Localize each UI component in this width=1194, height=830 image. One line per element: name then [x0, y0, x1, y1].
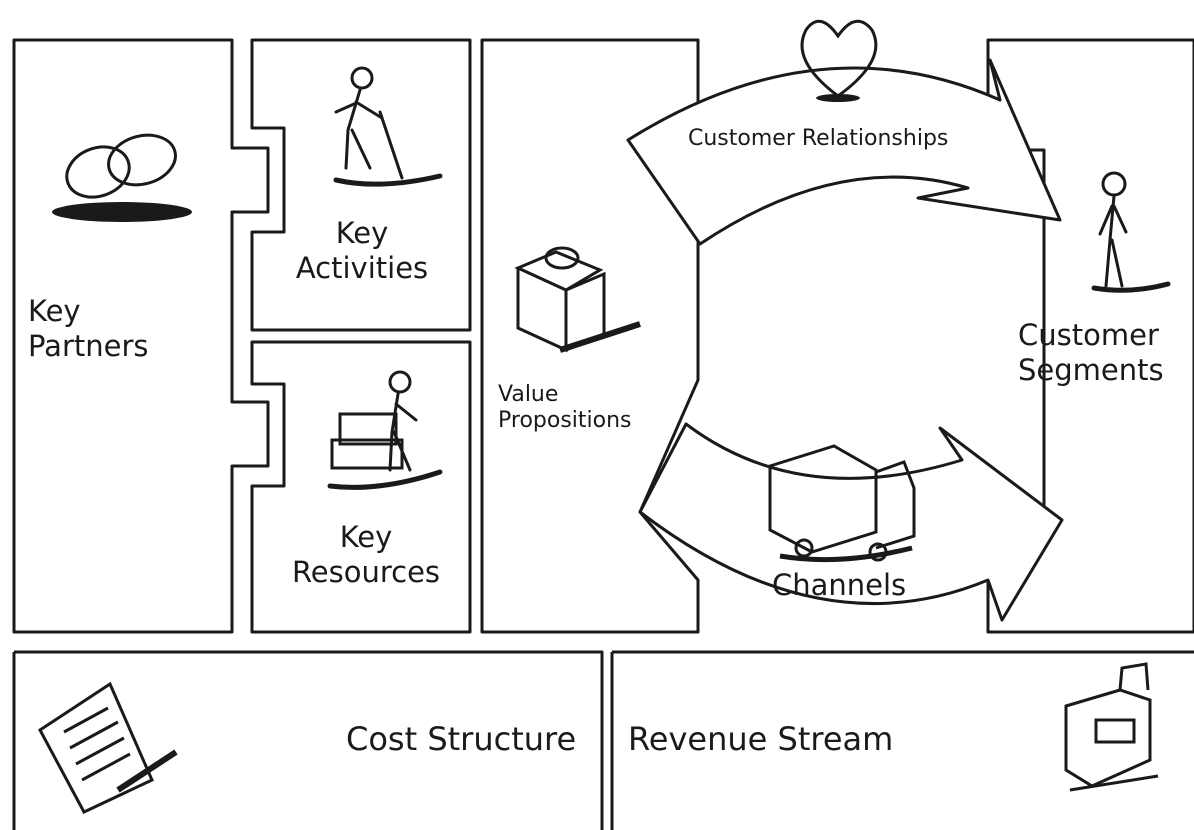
key-activities-line1: Key [335, 216, 389, 250]
heart-icon [800, 19, 878, 102]
channels-label: Channels [772, 568, 907, 602]
key-resources-block [250, 340, 472, 634]
value-propositions-line2: Propositions [498, 408, 632, 434]
customer-segments-label: Customer Segments [1018, 318, 1164, 388]
key-partners-block [12, 38, 270, 634]
customer-relationships-label: Customer Relationships [688, 126, 949, 151]
customer-relationships-arrow [626, 58, 1062, 246]
key-activities-block [250, 38, 472, 332]
key-activities-label: Key Activities [282, 216, 442, 286]
value-propositions-block [480, 38, 700, 634]
key-activities-line2: Activities [295, 250, 429, 285]
customer-segments-line1: Customer [1018, 318, 1159, 352]
delivery-truck-icon [768, 444, 916, 563]
channels-arrow [638, 422, 1064, 622]
key-partners-label: Key Partners [28, 294, 149, 364]
value-propositions-label: Value Propositions [498, 382, 632, 435]
key-partners-line1: Key [28, 294, 81, 328]
gift-box-icon [514, 246, 641, 353]
key-resources-line1: Key [339, 520, 393, 554]
cost-structure-block [12, 650, 604, 830]
key-partners-line2: Partners [28, 328, 149, 363]
customer-segments-line2: Segments [1018, 352, 1164, 387]
linked-rings-icon [52, 133, 192, 222]
value-propositions-line1: Value [498, 382, 559, 407]
cash-register-icon [1064, 662, 1159, 792]
key-resources-line2: Resources [291, 554, 441, 589]
cost-structure-label: Cost Structure [346, 720, 577, 758]
revenue-stream-block [610, 650, 1194, 830]
standing-person-icon [1091, 171, 1171, 293]
receipt-icon [38, 681, 178, 814]
person-with-boxes-icon [327, 370, 443, 490]
key-resources-label: Key Resources [286, 520, 446, 590]
digging-person-icon [333, 66, 443, 187]
revenue-stream-label: Revenue Stream [628, 720, 894, 758]
